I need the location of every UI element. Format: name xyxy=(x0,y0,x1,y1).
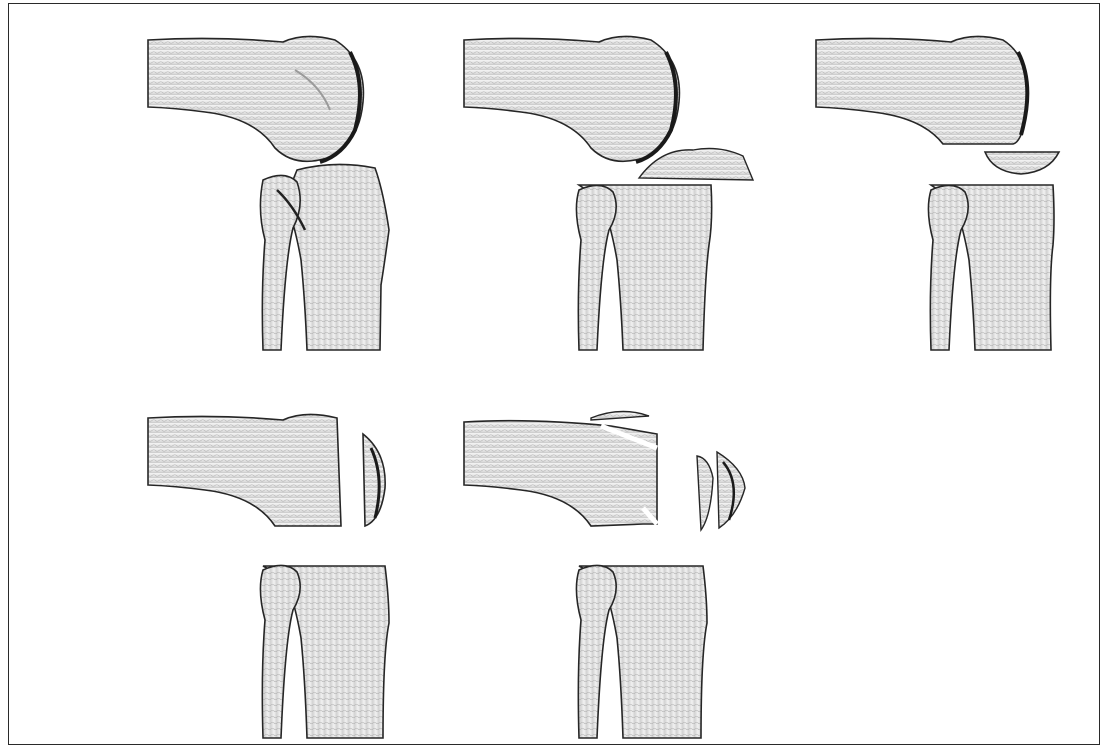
top-cap xyxy=(591,411,649,420)
condyle-pieces xyxy=(697,452,745,530)
condyle-slice xyxy=(363,434,385,526)
fibula xyxy=(260,565,300,738)
femur xyxy=(148,36,363,162)
fibula xyxy=(928,185,968,350)
panel-intact-knee xyxy=(145,30,405,355)
femur-shaft xyxy=(464,421,657,526)
fibula xyxy=(576,565,616,738)
panel-cartilage-segment-removed xyxy=(461,30,761,355)
panel-condyle-vertical-cut xyxy=(145,408,405,738)
panel-condyle-cap-separated xyxy=(813,30,1073,355)
condyle-cap xyxy=(985,152,1059,174)
femur-shaft xyxy=(816,36,1027,144)
tibia xyxy=(285,164,389,350)
fibula xyxy=(576,185,616,350)
femur xyxy=(464,36,679,162)
fibula xyxy=(260,175,305,350)
panel-condyle-multiple-cuts xyxy=(461,408,761,738)
femur-shaft xyxy=(148,414,341,526)
